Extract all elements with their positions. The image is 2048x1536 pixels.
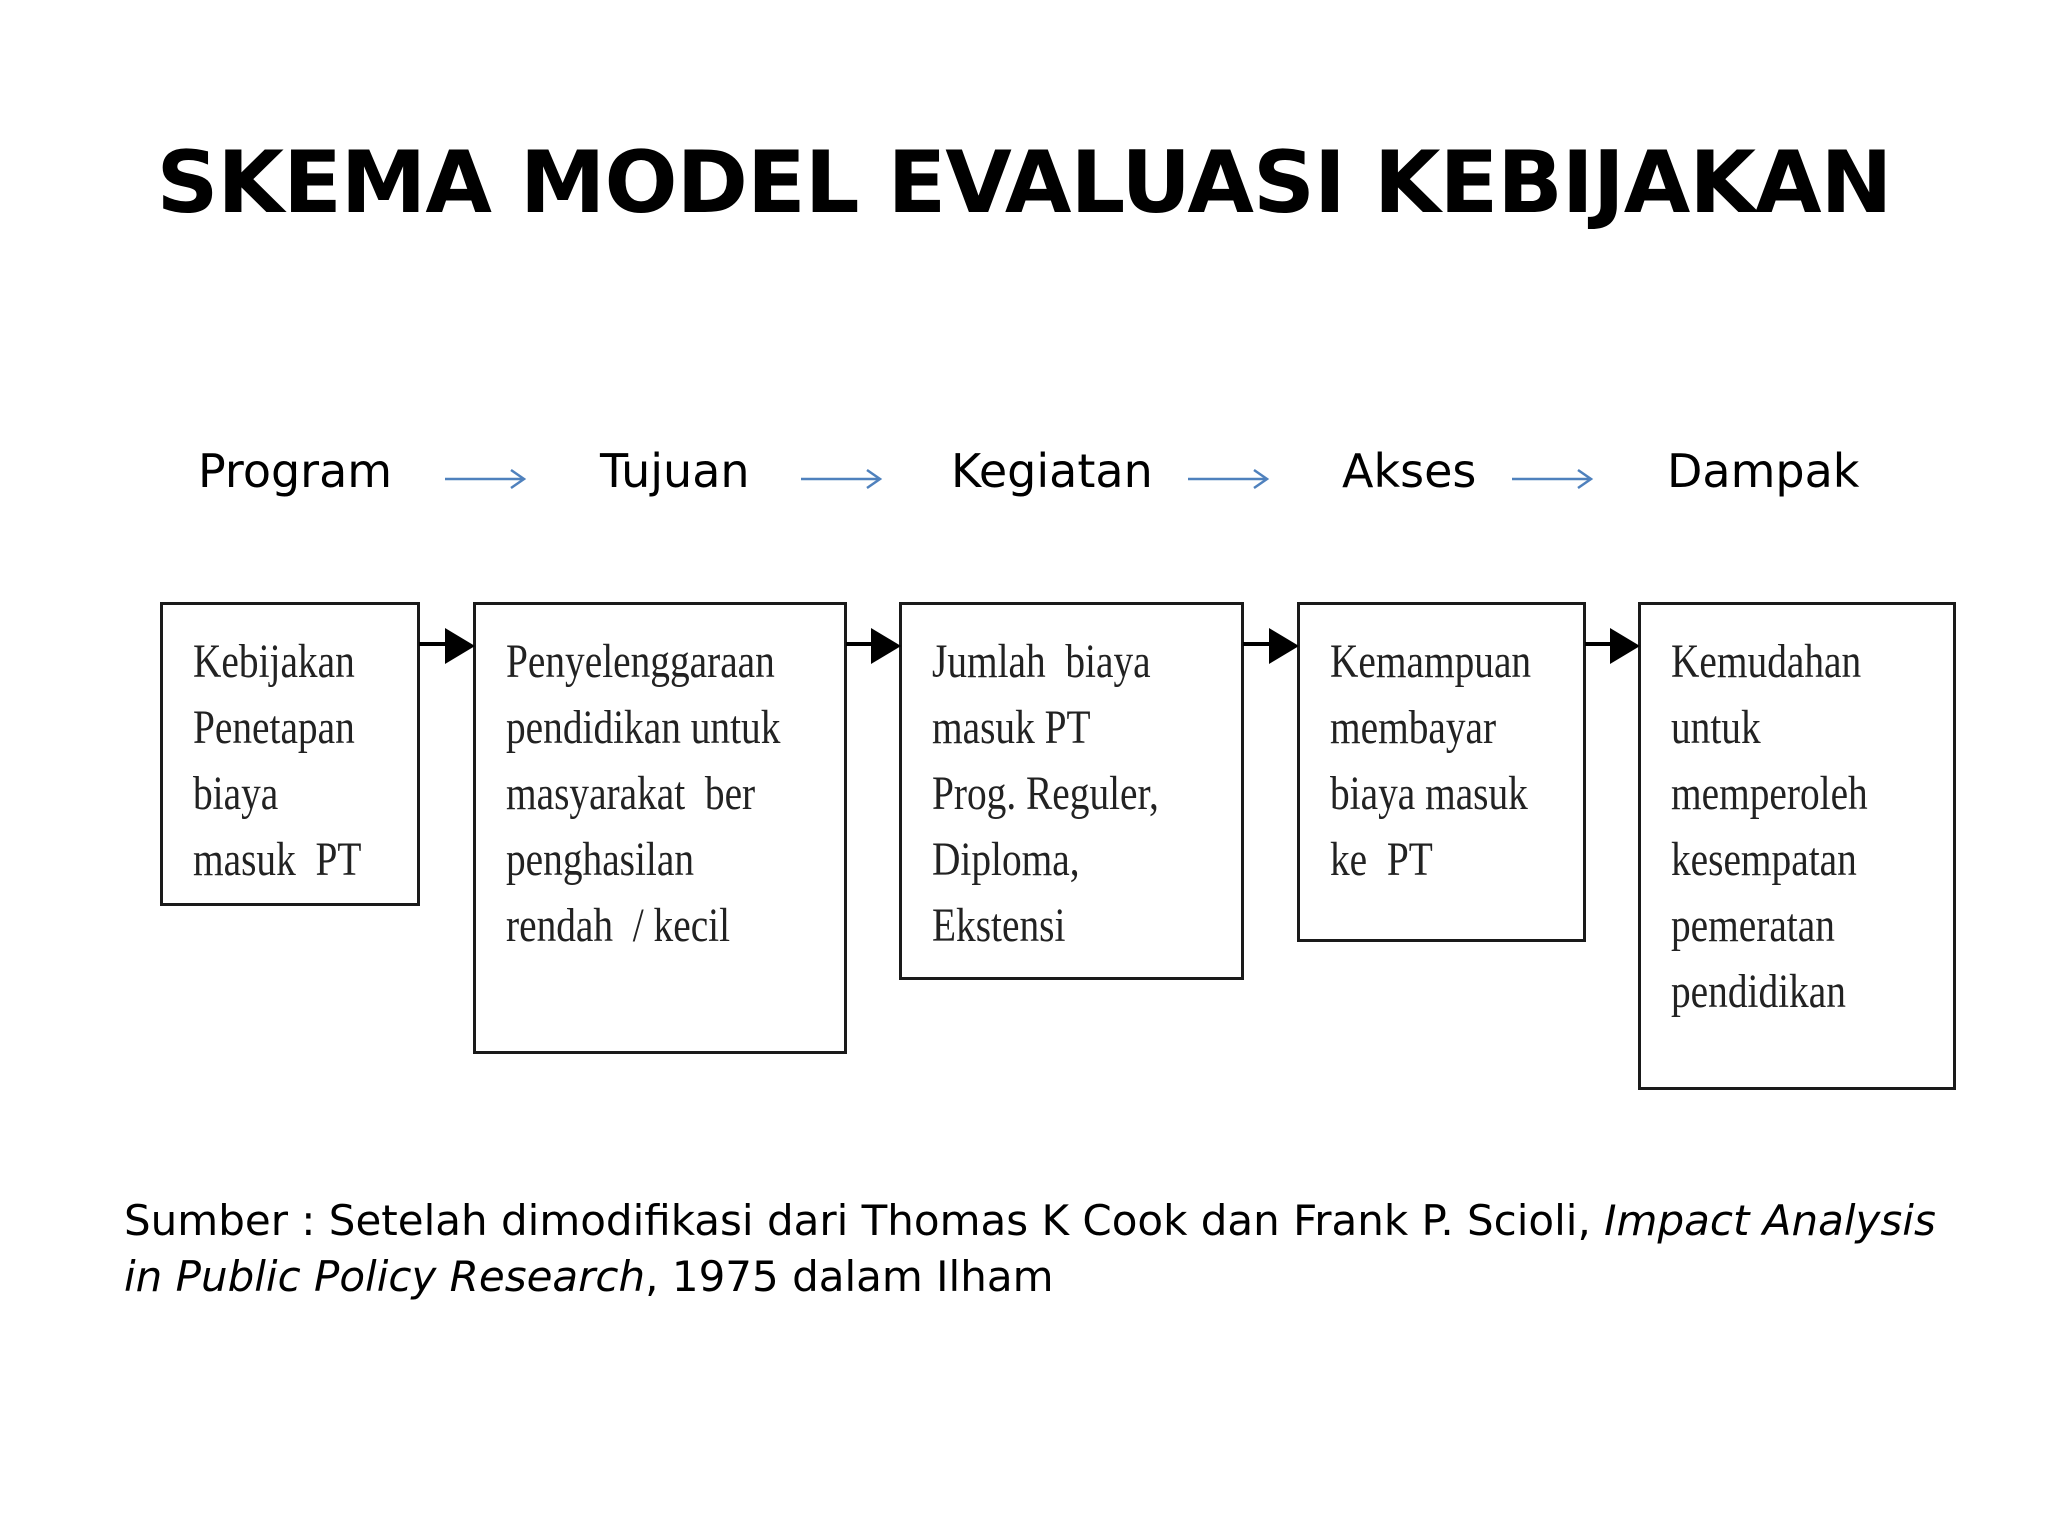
box-program-text: Kebijakan Penetapan biaya masuk PT [193, 635, 362, 886]
box-kegiatan-text: Jumlah biaya masuk PT Prog. Reguler, Dip… [932, 635, 1159, 952]
source-title: Impact Analysis in Public Policy Researc… [124, 1196, 1936, 1301]
flow-arrow-3 [1188, 468, 1270, 490]
box-program: Kebijakan Penetapan biaya masuk PT [160, 602, 420, 906]
box-akses-text: Kemampuan membayar biaya masuk ke PT [1330, 635, 1532, 886]
flow-arrow-1 [445, 468, 527, 490]
stage-label-kegiatan: Kegiatan [951, 444, 1153, 498]
box-kegiatan: Jumlah biaya masuk PT Prog. Reguler, Dip… [899, 602, 1244, 980]
connector-arrow-3 [1243, 628, 1299, 664]
source-suffix: , 1975 dalam Ilham [645, 1252, 1054, 1301]
slide-title: SKEMA MODEL EVALUASI KEBIJAKAN [156, 133, 1892, 233]
stage-label-akses: Akses [1342, 444, 1477, 498]
stage-label-dampak: Dampak [1667, 444, 1860, 498]
flow-arrow-2 [801, 468, 883, 490]
flow-arrow-4 [1512, 468, 1594, 490]
box-tujuan: Penyelenggaraan pendidikan untuk masyara… [473, 602, 847, 1054]
box-dampak-text: Kemudahan untuk memperoleh kesempatan pe… [1671, 635, 1868, 1018]
source-prefix: Sumber : Setelah dimodifikasi dari Thoma… [124, 1196, 1605, 1245]
stage-label-program: Program [198, 444, 393, 498]
source-citation: Sumber : Setelah dimodifikasi dari Thoma… [124, 1193, 1964, 1305]
connector-arrow-1 [419, 628, 475, 664]
box-tujuan-text: Penyelenggaraan pendidikan untuk masyara… [506, 635, 781, 952]
connector-arrow-4 [1585, 628, 1640, 664]
stage-label-tujuan: Tujuan [600, 444, 750, 498]
connector-arrow-2 [846, 628, 901, 664]
box-dampak: Kemudahan untuk memperoleh kesempatan pe… [1638, 602, 1956, 1090]
box-akses: Kemampuan membayar biaya masuk ke PT [1297, 602, 1586, 942]
